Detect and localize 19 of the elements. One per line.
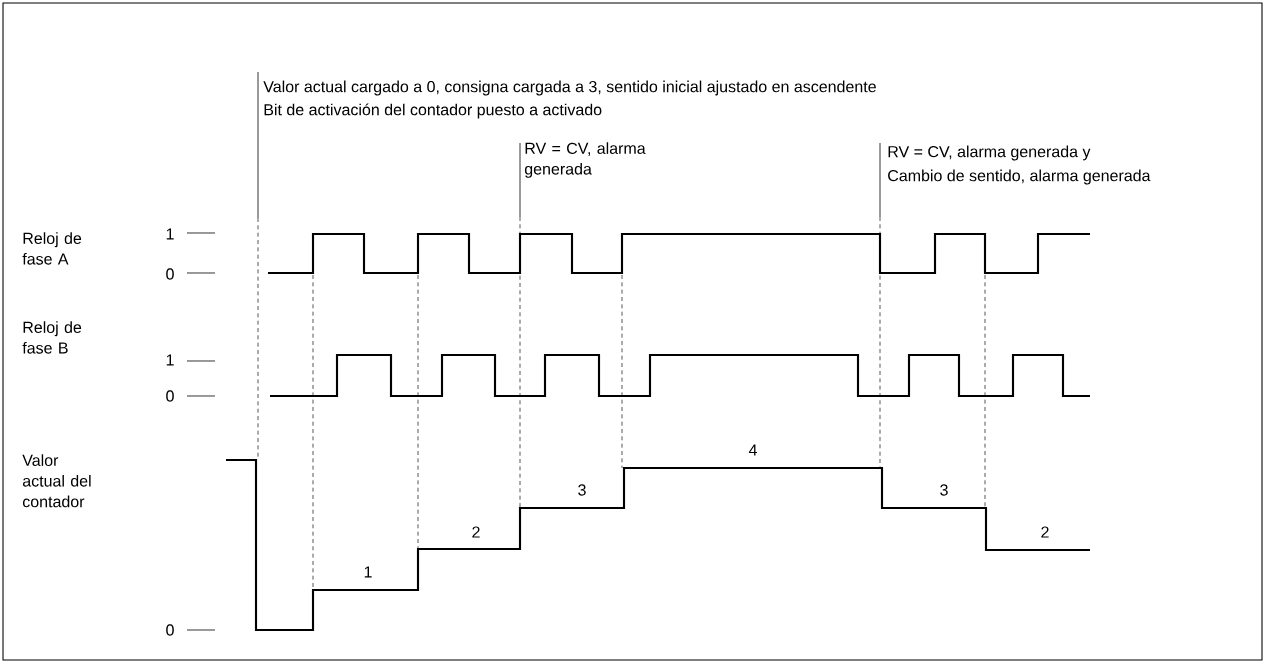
level-label: 1 (166, 354, 174, 366)
count-value: 4 (748, 444, 757, 456)
annotation-text: RV = CV, alarma generada y (888, 145, 1091, 161)
signal-name: Reloj de fase B (22, 321, 82, 354)
count-value: 1 (364, 566, 372, 578)
annotation-text: RV = CV, alarma generada (524, 142, 646, 178)
level-label: 0 (166, 390, 174, 402)
level-label: 1 (166, 228, 174, 240)
signal-name: Reloj de fase A (22, 232, 82, 265)
annotation-text: Cambio de sentido, alarma generada (888, 169, 1151, 185)
annotation-text: Bit de activación del contador puesto a activado (264, 103, 602, 119)
signal-name: Valor actual del contador (22, 454, 91, 508)
level-label: 0 (166, 268, 174, 280)
count-value: 2 (1041, 526, 1049, 538)
level-label: 0 (166, 624, 174, 636)
count-value: 3 (940, 484, 948, 496)
count-value: 2 (472, 526, 480, 538)
count-value: 3 (578, 484, 586, 496)
annotation-text: Valor actual cargado a 0, consigna cargada a 3, sentido inicial ajustado en ascendente (263, 80, 876, 96)
